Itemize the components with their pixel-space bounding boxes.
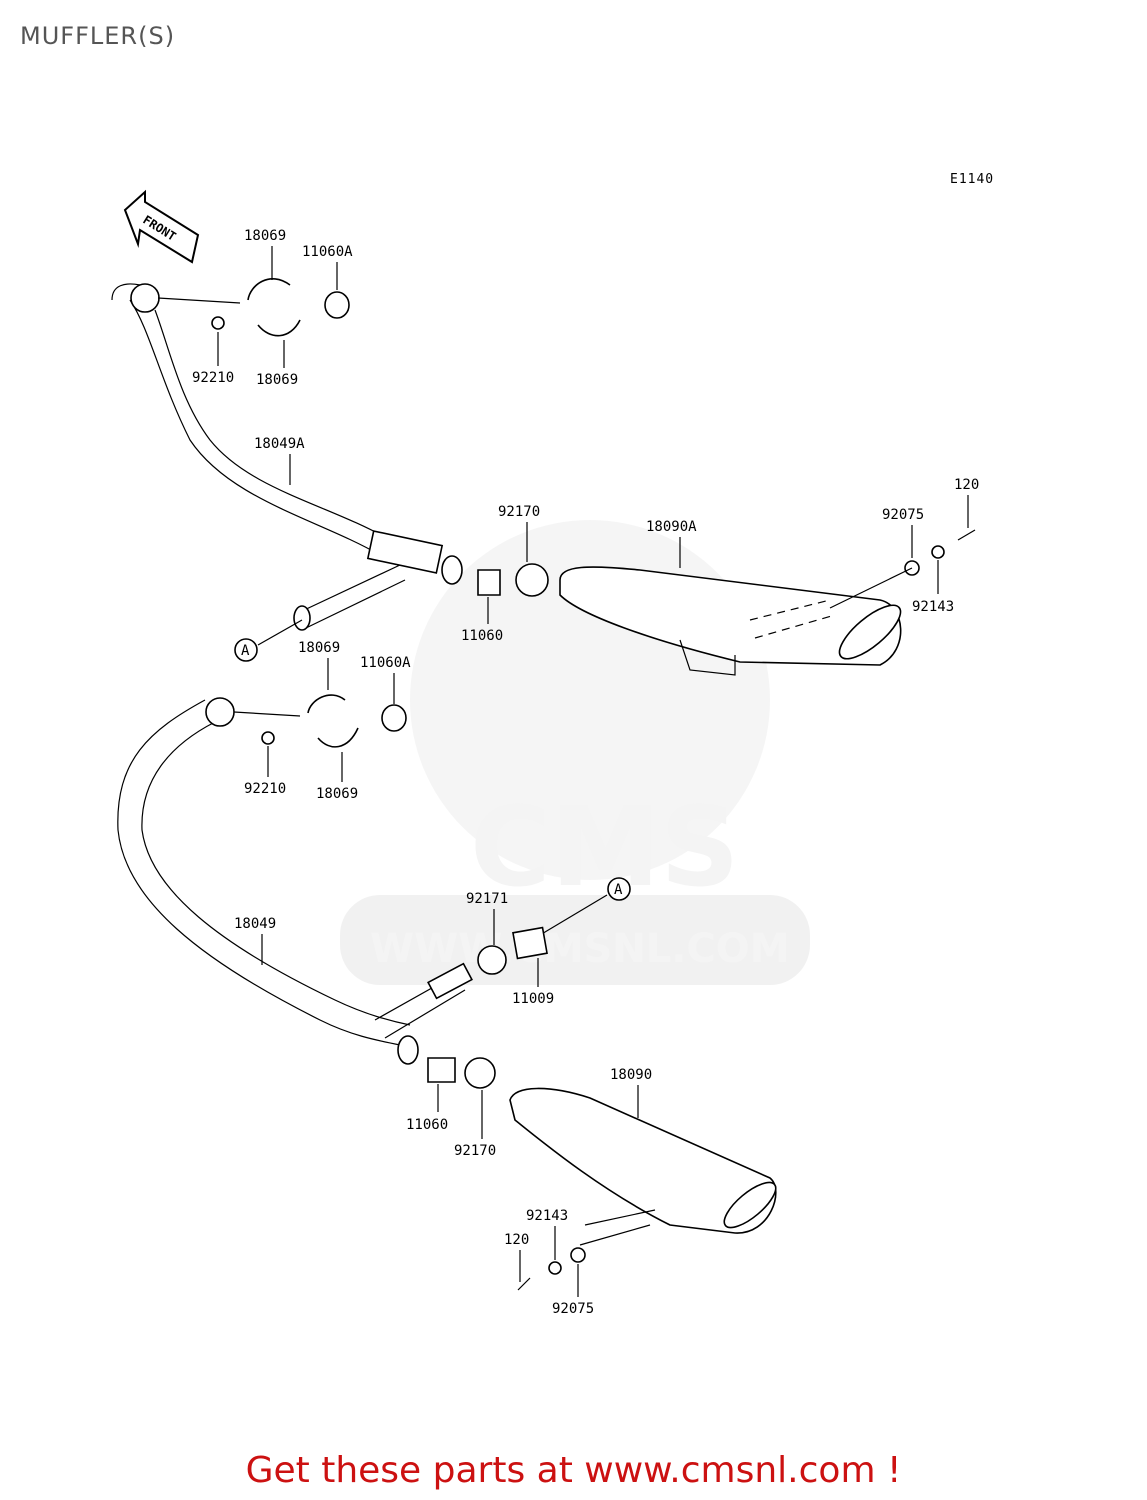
clamp-lower-2	[464, 1057, 496, 1089]
ref-marker-a-2	[607, 877, 631, 901]
label-92143: 92143	[912, 599, 954, 615]
ref-marker-a-2-label: A	[614, 882, 623, 898]
clamp-upper	[515, 563, 549, 597]
flange-upper-1	[247, 278, 291, 301]
label-92210: 92210	[244, 781, 286, 797]
muffler-upper	[559, 566, 902, 676]
gasket-lower	[381, 704, 407, 732]
label-11060: 11060	[461, 628, 503, 644]
label-11060A: 11060A	[360, 655, 411, 671]
label-11009: 11009	[512, 991, 554, 1007]
page-title: MUFFLER(S)	[20, 22, 176, 50]
label-18049A: 18049A	[254, 436, 305, 452]
label-92210: 92210	[192, 370, 234, 386]
washer-lower	[548, 1261, 562, 1275]
bolt-upper	[957, 529, 976, 541]
clamp-lower-1	[477, 945, 507, 975]
washer-upper	[931, 545, 945, 559]
flange-upper-2	[257, 319, 301, 337]
nut-upper	[211, 316, 225, 330]
flange-lower-2	[317, 727, 359, 748]
ref-marker-a-1-label: A	[241, 643, 250, 659]
label-18069: 18069	[256, 372, 298, 388]
label-18049: 18049	[234, 916, 276, 932]
label-92170: 92170	[454, 1143, 496, 1159]
nut-lower-muffler	[570, 1247, 586, 1263]
exhaust-pipe-lower	[117, 697, 473, 1065]
label-92075: 92075	[882, 507, 924, 523]
label-11060A: 11060A	[302, 244, 353, 260]
label-92143: 92143	[526, 1208, 568, 1224]
exhaust-pipe-upper	[111, 283, 463, 631]
label-18069: 18069	[298, 640, 340, 656]
label-92075: 92075	[552, 1301, 594, 1317]
muffler-lower	[509, 1087, 777, 1234]
nut-lower	[261, 731, 275, 745]
watermark-url: WWW.CMSNL.COM	[370, 926, 790, 972]
connector-lower-1	[512, 926, 548, 960]
gasket-upper	[324, 291, 350, 319]
label-92170: 92170	[498, 504, 540, 520]
label-18069: 18069	[244, 228, 286, 244]
ref-marker-a-1	[234, 638, 258, 662]
label-120: 120	[954, 477, 979, 493]
connector-upper	[477, 569, 501, 596]
diagram-code: E1140	[950, 172, 995, 187]
label-18090: 18090	[610, 1067, 652, 1083]
label-18090A: 18090A	[646, 519, 697, 535]
bolt-lower	[517, 1277, 531, 1291]
exploded-parts-diagram: CMS WWW.CMSNL.COM FRONT	[111, 189, 979, 1317]
label-18069: 18069	[316, 786, 358, 802]
flange-lower-1	[307, 694, 346, 714]
label-120: 120	[504, 1232, 529, 1248]
label-11060: 11060	[406, 1117, 448, 1133]
label-92171: 92171	[466, 891, 508, 907]
connector-lower-2	[427, 1057, 456, 1083]
watermark-brand: CMS	[470, 783, 739, 911]
front-direction-icon: FRONT	[123, 189, 200, 264]
footer-link[interactable]: Get these parts at www.cmsnl.com !	[245, 1450, 902, 1491]
